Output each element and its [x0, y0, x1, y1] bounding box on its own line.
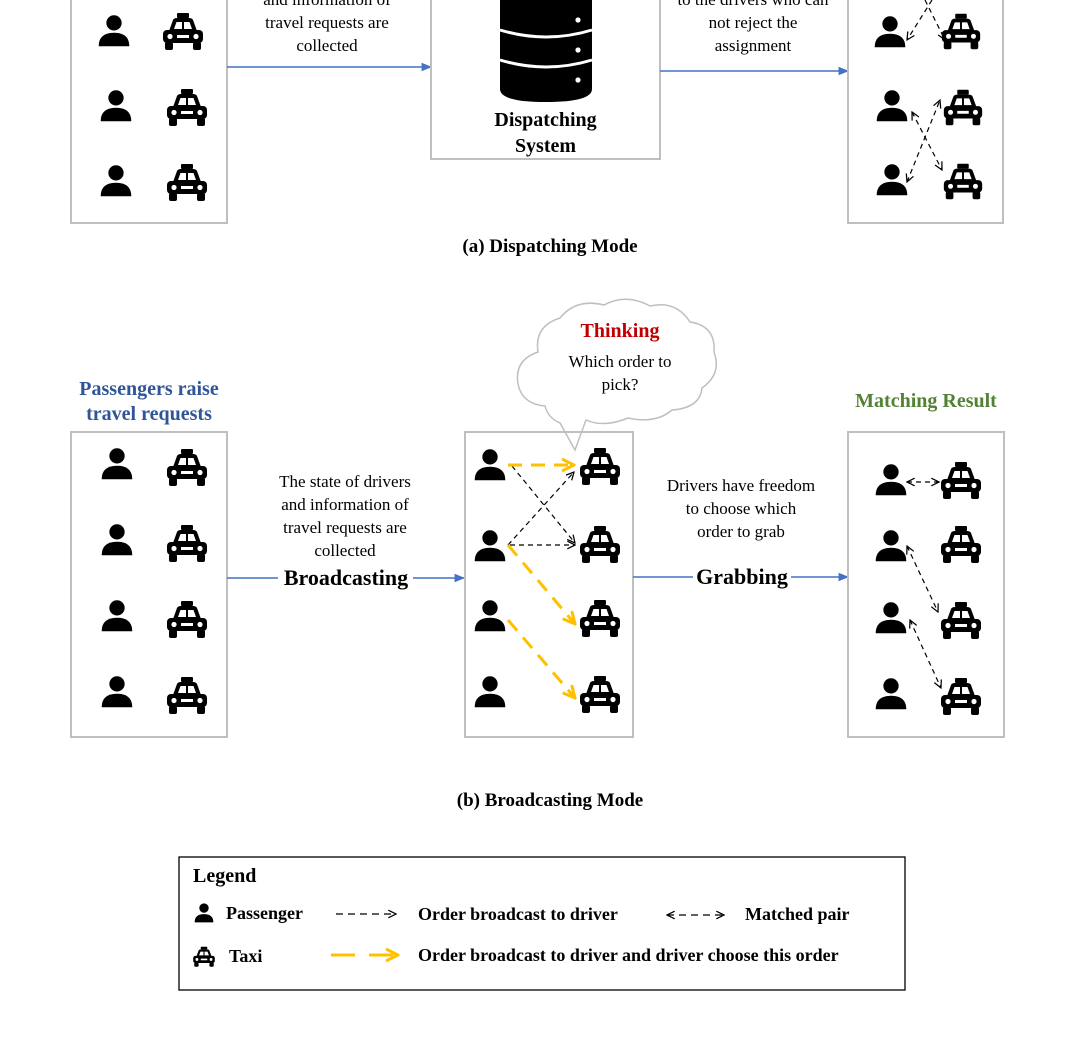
broadcast-dashed-arrows: [507, 465, 575, 545]
chosen-orange-arrows: [506, 465, 575, 698]
legend-title: Legend: [193, 865, 257, 887]
dispatch-matched-arrows: [907, 0, 945, 182]
dispatch-left-note: and information of travel requests are c…: [231, 0, 423, 57]
legend-taxi-label: Taxi: [229, 946, 263, 966]
matched-pair-arrows: [907, 482, 941, 688]
taxi-icon: [580, 526, 620, 563]
note-line: collected: [314, 541, 376, 560]
thinking-cloud: [516, 298, 717, 452]
note-line: order to grab: [697, 522, 785, 541]
note-line: pick?: [601, 375, 639, 394]
note-line: Which order to: [568, 352, 672, 371]
note-line: travel requests are: [265, 13, 389, 32]
legend-chosen-label: Order broadcast to driver and driver cho…: [418, 945, 839, 965]
note-line: travel requests are: [283, 518, 407, 537]
legend-broadcast-label: Order broadcast to driver: [418, 904, 618, 924]
passenger-icon: [474, 676, 506, 708]
note-line: collected: [296, 36, 358, 55]
broadcast-result-box: [847, 431, 1005, 738]
title-line: Passengers raise: [79, 378, 219, 400]
note-line: not reject the: [708, 13, 798, 32]
note-line: Drivers have freedom: [666, 476, 816, 495]
grabbing-label: Grabbing: [696, 564, 788, 589]
thinking-text: Which order to pick?: [540, 350, 700, 396]
note-line: to choose which: [685, 499, 797, 518]
dispatching-system-label: Dispatching System: [431, 107, 660, 159]
thinking-title: Thinking: [580, 320, 660, 342]
passenger-icon: [474, 530, 506, 562]
system-label-line: System: [514, 135, 577, 157]
note-line: and information of: [231, 0, 423, 11]
note-line: to the drivers who can: [646, 0, 860, 11]
broadcasting-label: Broadcasting: [283, 565, 409, 590]
passenger-icon: [474, 449, 506, 481]
database-icon: [499, 0, 593, 102]
taxi-icon: [580, 676, 620, 713]
note-line: assignment: [714, 36, 792, 55]
passengers-title: Passengers raise travel requests: [50, 377, 248, 427]
matching-result-title: Matching Result: [855, 390, 997, 412]
legend-passenger-label: Passenger: [226, 903, 303, 923]
broadcast-middle-box: [464, 431, 634, 738]
passenger-icon: [474, 600, 506, 632]
system-label-line: Dispatching: [494, 109, 597, 131]
note-line: The state of drivers: [279, 472, 411, 491]
taxi-icon: [580, 448, 620, 485]
dispatching-caption: (a) Dispatching Mode: [462, 236, 638, 257]
note-line: and information of: [281, 495, 409, 514]
broadcasting-caption: (b) Broadcasting Mode: [456, 790, 644, 811]
legend-box: [178, 856, 906, 991]
legend-matched-label: Matched pair: [745, 904, 850, 924]
broadcast-left-note: The state of drivers and information of …: [240, 470, 450, 562]
title-line: travel requests: [86, 403, 212, 425]
taxi-icon: [580, 600, 620, 637]
broadcast-right-note: Drivers have freedom to choose which ord…: [636, 474, 846, 543]
dispatch-right-note: to the drivers who can not reject the as…: [646, 0, 860, 57]
